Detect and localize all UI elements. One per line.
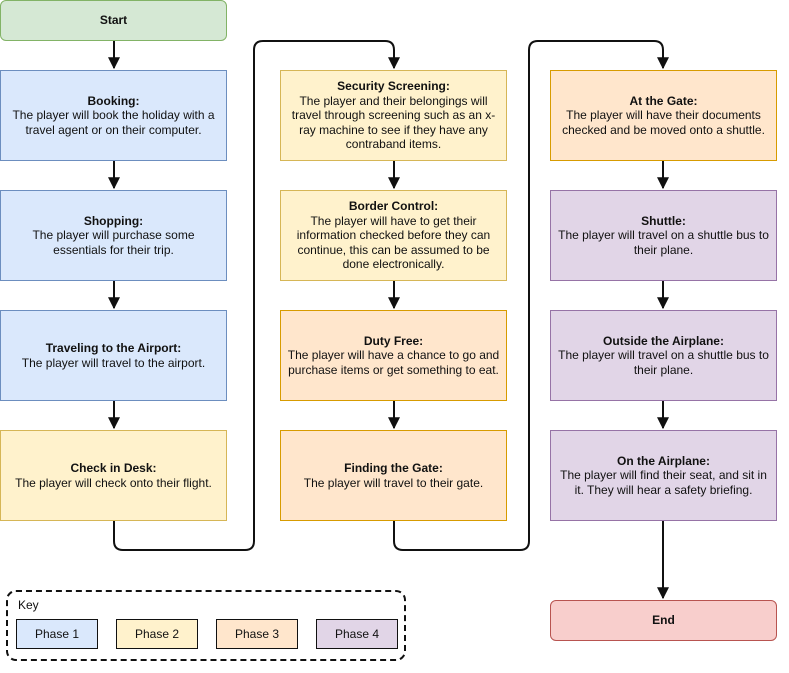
end-node[interactable]: End — [550, 600, 777, 641]
key-item-label: Phase 4 — [334, 627, 380, 641]
key-title: Key — [18, 598, 39, 612]
step-outside-the-airplane[interactable]: Outside the Airplane: The player will tr… — [550, 310, 777, 401]
key-item-label: Phase 2 — [134, 627, 180, 641]
step-booking[interactable]: Booking: The player will book the holida… — [0, 70, 227, 161]
key-item-label: Phase 1 — [34, 627, 80, 641]
step-shopping[interactable]: Shopping: The player will purchase some … — [0, 190, 227, 281]
step-title: Security Screening: — [337, 79, 450, 94]
step-description: The player will have their documents che… — [562, 108, 765, 137]
step-duty-free[interactable]: Duty Free: The player will have a chance… — [280, 310, 507, 401]
step-title: Shopping: — [83, 213, 144, 228]
step-title: Traveling to the Airport: — [45, 341, 182, 355]
step-check-in-desk[interactable]: Check in Desk: The player will check ont… — [0, 430, 227, 521]
step-description: The player will book the holiday with a … — [12, 108, 215, 137]
step-title: On the Airplane: — [617, 453, 710, 468]
step-title: At the Gate: — [629, 93, 698, 108]
step-on-the-airplane[interactable]: On the Airplane: The player will find th… — [550, 430, 777, 521]
step-title: Booking: — [87, 93, 140, 108]
key-item-phase-1: Phase 1 — [16, 619, 98, 649]
step-description: The player and their belongings will tra… — [291, 93, 496, 152]
key-item-phase-2: Phase 2 — [116, 619, 198, 649]
key-item-label: Phase 3 — [234, 627, 280, 641]
step-title: Duty Free: — [363, 333, 424, 348]
step-title: Shuttle: — [641, 213, 686, 228]
start-label: Start — [99, 13, 128, 28]
step-description: The player will purchase some essentials… — [32, 228, 195, 257]
step-description: The player will check onto their flight. — [15, 475, 212, 490]
step-shuttle[interactable]: Shuttle: The player will travel on a shu… — [550, 190, 777, 281]
step-security-screening[interactable]: Security Screening: The player and their… — [280, 70, 507, 161]
key-item-phase-4: Phase 4 — [316, 619, 398, 649]
phase-key-legend: Key Phase 1 Phase 2 Phase 3 Phase 4 — [6, 590, 406, 661]
start-node[interactable]: Start — [0, 0, 227, 41]
step-title: Check in Desk: — [70, 461, 157, 475]
step-description: The player will travel on a shuttle bus … — [558, 228, 769, 257]
step-description: The player will have to get their inform… — [296, 213, 491, 272]
step-border-control[interactable]: Border Control: The player will have to … — [280, 190, 507, 281]
step-finding-the-gate[interactable]: Finding the Gate: The player will travel… — [280, 430, 507, 521]
step-title: Outside the Airplane: — [603, 333, 724, 348]
step-description: The player will find their seat, and sit… — [560, 468, 767, 497]
connector-checkin-security — [113, 40, 400, 551]
step-traveling-to-airport[interactable]: Traveling to the Airport: The player wil… — [0, 310, 227, 401]
step-title: Finding the Gate: — [344, 461, 443, 475]
step-description: The player will have a chance to go and … — [287, 348, 500, 377]
step-description: The player will travel to their gate. — [303, 475, 484, 490]
step-description: The player will travel on a shuttle bus … — [558, 348, 769, 377]
end-label: End — [652, 613, 675, 628]
key-item-phase-3: Phase 3 — [216, 619, 298, 649]
step-title: Border Control: — [348, 199, 439, 214]
connector-findgate-atgate — [393, 40, 669, 551]
step-description: The player will travel to the airport. — [21, 355, 206, 370]
step-at-the-gate[interactable]: At the Gate: The player will have their … — [550, 70, 777, 161]
